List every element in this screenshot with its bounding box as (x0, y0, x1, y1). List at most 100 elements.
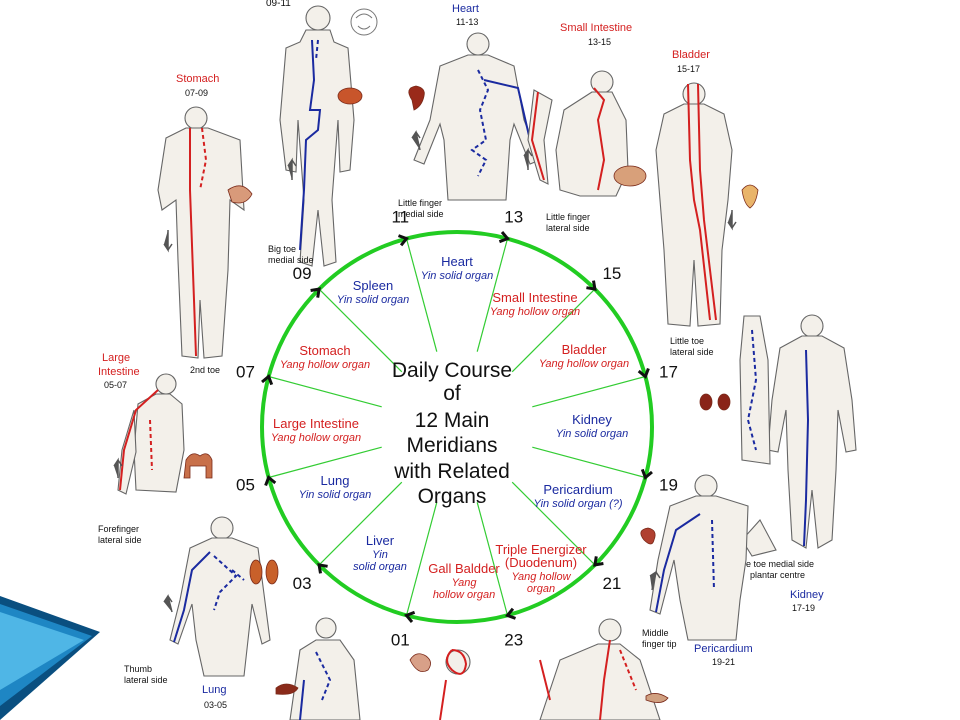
center-title-line-5: with Related (393, 460, 510, 483)
stomach-figure-time: 07-09 (185, 88, 208, 98)
small-intestine-figure: Small Intestine 13-15 Little finger late… (524, 22, 646, 233)
segment-organ-type: Yin solid organ (337, 294, 410, 306)
clock-spoke (269, 377, 382, 407)
lung-start-note-2: lateral side (124, 675, 168, 685)
small-intestine-figure-time: 13-15 (588, 37, 611, 47)
clock-hour-label: 15 (602, 264, 621, 283)
segment-name: Gall Baldder (428, 561, 500, 576)
heart-figure: Heart 11-13 Little finger medial side (398, 3, 540, 219)
pericardium-figure-name: Pericardium (694, 643, 753, 655)
stomach-figure-name: Stomach (176, 73, 219, 85)
segment-pericardium: PericardiumYin solid organ (?) (533, 482, 622, 510)
lung-start-note-1: Thumb (124, 664, 152, 674)
slide-corner-accent (0, 596, 100, 720)
segment-triple-energizer-duodenum: Triple Energizer(Duodenum)Yang holloworg… (495, 542, 587, 595)
segment-organ-type: Yang hollow organ (280, 359, 370, 371)
clock-hour-label: 19 (659, 476, 678, 495)
bladder-start-note-2: lateral side (670, 347, 714, 357)
lung-figure-name: Lung (202, 684, 226, 696)
center-title-line-2: of (443, 382, 461, 405)
segment-organ-type: Yang hollow organ (490, 306, 580, 318)
spleen-figure-time: 09-11 (266, 0, 291, 9)
segment-name: Lung (321, 473, 350, 488)
heart-figure-name: Heart (452, 3, 479, 15)
stomach-start-note: 2nd toe (190, 365, 220, 375)
center-title-line-1: Daily Course (392, 359, 512, 382)
segment-spleen: SpleenYin solid organ (337, 278, 410, 306)
segment-organ-type: organ (527, 583, 555, 595)
lung-figure: Thumb lateral side Lung 03-05 (124, 517, 278, 710)
clock-hour-label: 03 (293, 574, 312, 593)
segment-organ-type: Yin solid organ (299, 489, 372, 501)
clock-hour-label: 07 (236, 362, 255, 381)
large-intestine-start-note-2: lateral side (98, 535, 142, 545)
center-title-line-4: Meridians (406, 434, 497, 457)
segment-organ-type: Yang hollow organ (271, 432, 361, 444)
bladder-figure-time: 15-17 (677, 64, 700, 74)
segment-organ-type: hollow organ (433, 589, 495, 601)
center-title-line-3: 12 Main (415, 409, 490, 432)
segment-organ-type: solid organ (353, 561, 407, 573)
small-intestine-figure-name: Small Intestine (560, 22, 632, 34)
pericardium-figure: Middle finger tip Pericardium 19-21 (641, 475, 753, 667)
segment-organ-type: Yang hollow (511, 571, 571, 583)
bladder-figure: Bladder 15-17 Little toe lateral side (656, 49, 758, 357)
pericardium-figure-time: 19-21 (712, 657, 735, 667)
segment-organ-type: Yang (452, 577, 478, 589)
large-intestine-name-2: Intestine (98, 366, 140, 378)
kidney-figure-name: Kidney (790, 589, 824, 601)
clock-spoke (532, 447, 645, 477)
segment-organ-type: Yin (372, 549, 388, 561)
clock-hour-label: 11 (391, 208, 409, 227)
large-intestine-start-note-1: Forefinger (98, 524, 139, 534)
kidney-start-note-2: plantar centre (750, 570, 805, 580)
segment-name: Kidney (572, 412, 612, 427)
segment-name: (Duodenum) (505, 555, 577, 570)
segment-name: Small Intestine (492, 290, 577, 305)
segment-organ-type: Yin solid organ (?) (533, 498, 622, 510)
clock-hour-label: 01 (391, 631, 410, 650)
clock-hour-label: 23 (504, 631, 523, 650)
stomach-figure: Stomach 07-09 2nd toe (158, 73, 252, 375)
large-intestine-figure: Large Intestine 05-07 Forefinger lateral… (98, 352, 212, 545)
segment-name: Pericardium (543, 482, 612, 497)
bladder-figure-name: Bladder (672, 49, 710, 61)
spleen-start-note-1: Big toe (268, 244, 296, 254)
clock-hour-label: 21 (602, 574, 621, 593)
segment-name: Spleen (353, 278, 393, 293)
center-title: Daily Course of 12 Main Meridians with R… (392, 359, 512, 508)
segment-name: Heart (441, 254, 473, 269)
small-intestine-start-note-1: Little finger (546, 212, 590, 222)
heart-figure-time: 11-13 (456, 17, 478, 27)
segment-bladder: BladderYang hollow organ (539, 342, 629, 370)
segment-name: Large Intestine (273, 416, 359, 431)
spleen-figure: 09-11 Big toe medial side (266, 0, 377, 266)
segment-organ-type: Yang hollow organ (539, 358, 629, 370)
pericardium-start-note-1: Middle (642, 628, 669, 638)
segment-organ-type: Yin solid organ (421, 270, 494, 282)
kidney-figure-time: 17-19 (792, 603, 815, 613)
large-intestine-name-1: Large (102, 352, 130, 364)
clock-hour-label: 05 (236, 476, 255, 495)
center-title-line-6: Organs (418, 485, 487, 508)
clock-hour-label: 13 (504, 208, 523, 227)
clock-hour-label: 17 (659, 362, 678, 381)
bladder-start-note-1: Little toe (670, 336, 704, 346)
segment-name: Liver (366, 533, 395, 548)
bottom-figures (276, 618, 668, 720)
small-intestine-start-note-2: lateral side (546, 223, 590, 233)
segment-name: Stomach (299, 343, 350, 358)
clock-spoke (407, 239, 437, 352)
segment-liver: LiverYinsolid organ (353, 533, 407, 573)
large-intestine-figure-time: 05-07 (104, 380, 127, 390)
segment-organ-type: Yin solid organ (556, 428, 629, 440)
pericardium-start-note-2: finger tip (642, 639, 677, 649)
